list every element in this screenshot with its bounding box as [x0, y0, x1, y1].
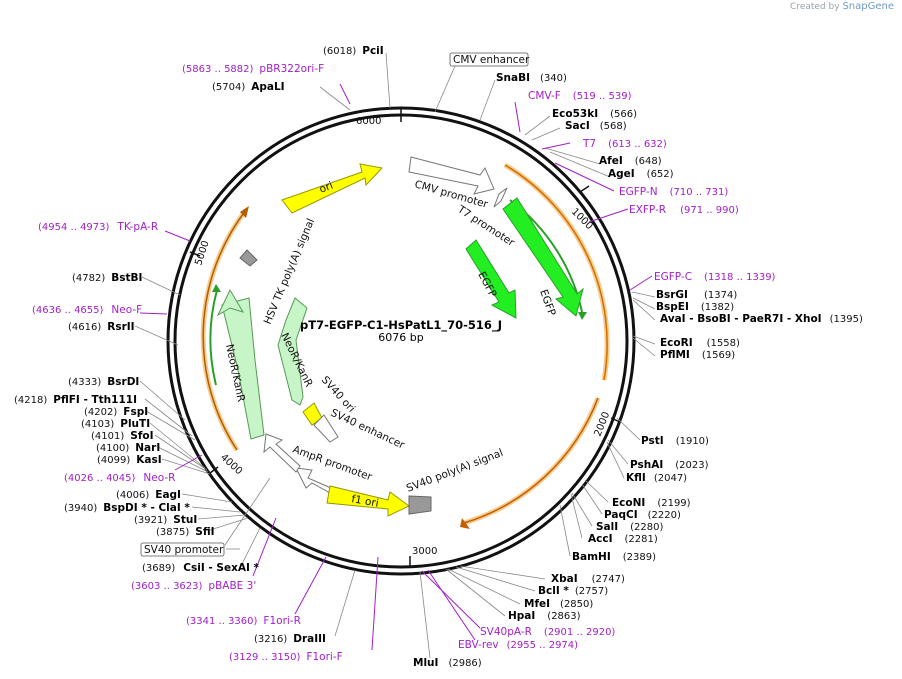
svg-text:(4636 .. 4655)Neo-F: (4636 .. 4655)Neo-F: [32, 304, 142, 316]
svg-text:(3875)SfiI: (3875)SfiI: [156, 526, 215, 538]
svg-text:BclI *(2757): BclI *(2757): [538, 585, 608, 597]
tick-4000: 4000: [218, 452, 244, 477]
svg-text:PaqCI(2220): PaqCI(2220): [604, 509, 681, 521]
svg-text:(4099)KasI: (4099)KasI: [97, 454, 162, 466]
svg-text:AgeI(652): AgeI(652): [608, 168, 674, 180]
svg-text:XbaI(2747): XbaI(2747): [551, 573, 625, 585]
svg-text:EcoRI(1558): EcoRI(1558): [660, 337, 740, 349]
primer-labels: (5863 .. 5882)pBR322ori-F CMV-F(519 .. 5…: [32, 63, 776, 663]
tick-3000: 3000: [412, 546, 437, 557]
svg-text:PstI(1910): PstI(1910): [641, 435, 709, 447]
cmv-enhancer-label: CMV enhancer: [453, 54, 530, 66]
feature-arrows: [216, 156, 584, 517]
egfp-outer-arrow: [502, 197, 584, 317]
svg-text:(3921)StuI: (3921)StuI: [134, 514, 197, 526]
cmv-promoter-arrow: [408, 156, 495, 195]
cmv-enhancer-box: [449, 52, 529, 67]
hsv-tk-polya-label: HSV TK poly(A) signal: [262, 217, 317, 326]
sv40-promoter-box: [140, 542, 225, 557]
svg-text:SnaBI(340): SnaBI(340): [496, 72, 567, 84]
svg-text:(3603 .. 3623)pBABE 3': (3603 .. 3623)pBABE 3': [131, 580, 256, 592]
svg-text:SacI(568): SacI(568): [565, 120, 627, 132]
svg-text:(5863 .. 5882)pBR322ori-F: (5863 .. 5882)pBR322ori-F: [182, 63, 324, 75]
f1-ori-arrow: [326, 485, 410, 517]
ori-label: ori: [318, 180, 335, 196]
leader-lines: [134, 52, 656, 659]
sv40-enhancer-label: SV40 enhancer: [329, 407, 407, 452]
tick-2000: 2000: [593, 410, 613, 438]
ori-arrow: [281, 163, 383, 214]
svg-text:MfeI(2850): MfeI(2850): [524, 598, 593, 610]
svg-text:(4218)PflFI - Tth111I: (4218)PflFI - Tth111I: [14, 394, 137, 406]
neokan-inner-arrow: [277, 297, 308, 406]
sv40-enhancer-box: [313, 414, 339, 443]
svg-text:(3689)CsiI - SexAI *: (3689)CsiI - SexAI *: [142, 562, 260, 574]
snapgene-logo: SnapGene: [842, 1, 894, 12]
svg-text:EGFP-C(1318 .. 1339): EGFP-C(1318 .. 1339): [654, 271, 776, 283]
svg-text:(5704)ApaLI: (5704)ApaLI: [212, 81, 285, 93]
svg-text:PshAI(2023): PshAI(2023): [630, 459, 709, 471]
svg-text:(4782)BstBI: (4782)BstBI: [72, 272, 142, 284]
svg-text:(4026 .. 4045)Neo-R: (4026 .. 4045)Neo-R: [64, 472, 175, 484]
svg-text:(4333)BsrDI: (4333)BsrDI: [68, 376, 139, 388]
svg-text:EXFP-R(971 .. 990): EXFP-R(971 .. 990): [629, 204, 739, 216]
svg-text:(4100)NarI: (4100)NarI: [96, 442, 160, 454]
svg-text:(3341 .. 3360)F1ori-R: (3341 .. 3360)F1ori-R: [186, 615, 301, 627]
svg-text:(3940)BspDI * - ClaI *: (3940)BspDI * - ClaI *: [64, 502, 190, 514]
egfp-inner-arrow: [465, 239, 517, 319]
plasmid-name: pT7-EGFP-C1-HsPatL1_70-516_J: [300, 318, 502, 333]
orf-arcs: [200, 162, 610, 529]
svg-text:EcoNI(2199): EcoNI(2199): [612, 497, 691, 509]
svg-text:(3216)DraIII: (3216)DraIII: [254, 633, 326, 645]
svg-text:HpaI(2863): HpaI(2863): [508, 610, 581, 622]
svg-text:(4202)FspI: (4202)FspI: [84, 406, 148, 418]
svg-text:EGFP-N(710 .. 731): EGFP-N(710 .. 731): [619, 186, 728, 198]
svg-text:Eco53kI(566): Eco53kI(566): [552, 108, 637, 120]
svg-text:(4954 .. 4973)TK-pA-R: (4954 .. 4973)TK-pA-R: [38, 221, 158, 233]
snapgene-credit: Created by SnapGene: [790, 1, 894, 12]
svg-text:EBV-rev(2955 .. 2974): EBV-rev(2955 .. 2974): [458, 639, 578, 651]
neokan-outer-arrow: [221, 297, 265, 440]
t7-promoter-arrow: [493, 187, 508, 208]
svg-text:BamHI(2389): BamHI(2389): [572, 551, 656, 563]
hsv-tk-polya-box: [239, 249, 258, 267]
svg-text:(4103)PluTI: (4103)PluTI: [81, 418, 150, 430]
svg-text:AccI(2281): AccI(2281): [588, 533, 658, 545]
tick-marks: [189, 108, 621, 567]
svg-text:BspEI(1382): BspEI(1382): [656, 301, 734, 313]
svg-text:KflI(2047): KflI(2047): [626, 472, 687, 484]
svg-text:AvaI - BsoBI - PaeR7I - XhoI(1: AvaI - BsoBI - PaeR7I - XhoI(1395): [660, 313, 863, 325]
sv40-polya-label: SV40 poly(A) signal: [405, 447, 505, 495]
svg-text:MluI(2986): MluI(2986): [413, 657, 482, 669]
enzyme-labels: (6018)PciI (5704)ApaLI SnaBI(340) Eco53k…: [14, 45, 863, 669]
tick-6000: 6000: [356, 116, 381, 127]
svg-text:SalI(2280): SalI(2280): [596, 521, 664, 533]
svg-text:(6018)PciI: (6018)PciI: [323, 45, 384, 57]
credit-prefix: Created by: [790, 2, 840, 12]
svg-text:(4101)SfoI: (4101)SfoI: [91, 430, 154, 442]
svg-text:(3129 .. 3150)F1ori-F: (3129 .. 3150)F1ori-F: [229, 651, 343, 663]
svg-text:BsrGI(1374): BsrGI(1374): [656, 289, 737, 301]
f1-ori-label: f1 ori: [350, 493, 379, 510]
egfp-outer-label: EGFP: [537, 288, 558, 318]
svg-text:SV40pA-R(2901 .. 2920): SV40pA-R(2901 .. 2920): [480, 626, 615, 638]
svg-text:(4616)RsrII: (4616)RsrII: [68, 321, 135, 333]
sv40-polya-box: [408, 495, 432, 515]
plasmid-size: 6076 bp: [378, 331, 423, 344]
svg-text:T7(613 .. 632): T7(613 .. 632): [582, 138, 667, 150]
svg-text:(4006)EagI: (4006)EagI: [116, 489, 181, 501]
svg-text:PflMI(1569): PflMI(1569): [660, 349, 735, 361]
sv40-promoter-label: SV40 promoter: [144, 544, 224, 556]
primer-markers: [139, 83, 653, 651]
svg-text:CMV-F(519 .. 539): CMV-F(519 .. 539): [528, 90, 632, 102]
svg-text:AfeI(648): AfeI(648): [599, 155, 662, 167]
ampr-promoter-arrow: [295, 467, 332, 494]
